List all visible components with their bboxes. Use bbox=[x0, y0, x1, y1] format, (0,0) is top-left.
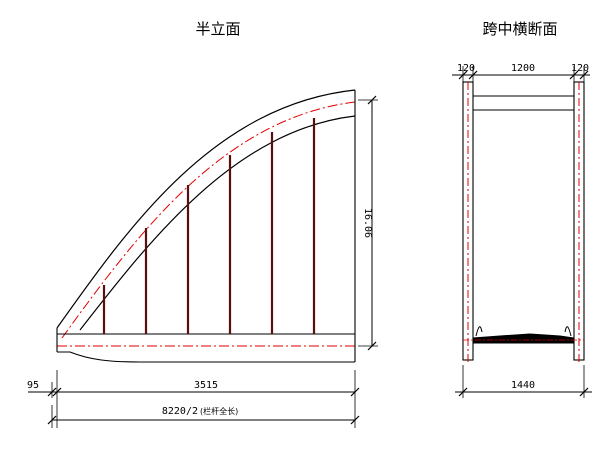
left-edge-width-label: 120 bbox=[457, 63, 475, 74]
hangers bbox=[102, 118, 316, 334]
left-curb bbox=[475, 326, 483, 337]
arch-axis-centerline bbox=[61, 101, 356, 339]
total-width-label: 1440 bbox=[511, 380, 535, 391]
midspan-cross-section-view: 跨中横断面 120 1200 120 bbox=[452, 20, 592, 398]
right-edge-width-label: 120 bbox=[571, 63, 589, 74]
total-span-label: 8220/2 bbox=[162, 406, 198, 417]
deck-slab bbox=[472, 333, 575, 344]
height-dimension: 16.06 bbox=[358, 95, 378, 351]
section-title: 跨中横断面 bbox=[482, 20, 557, 38]
center-width-label: 1200 bbox=[511, 63, 535, 74]
half-elevation-view: 半立面 16.06 bbox=[27, 20, 378, 428]
arch-rib-lower bbox=[79, 115, 356, 331]
height-label: 16.06 bbox=[362, 208, 373, 238]
total-span-note: (栏杆全长) bbox=[200, 406, 238, 416]
width-dimensions-top: 120 1200 120 bbox=[452, 63, 590, 90]
elevation-title: 半立面 bbox=[195, 20, 240, 38]
arch-rib-upper bbox=[56, 89, 356, 329]
span-segment-label: 3515 bbox=[194, 380, 218, 391]
deck-bottom-line bbox=[57, 351, 355, 363]
total-width-dimension: 1440 bbox=[455, 365, 592, 398]
right-curb bbox=[564, 326, 572, 337]
left-offset-label: 95 bbox=[27, 380, 39, 391]
span-dimensions: 95 3515 8220/2 (栏杆全长) bbox=[27, 370, 360, 428]
